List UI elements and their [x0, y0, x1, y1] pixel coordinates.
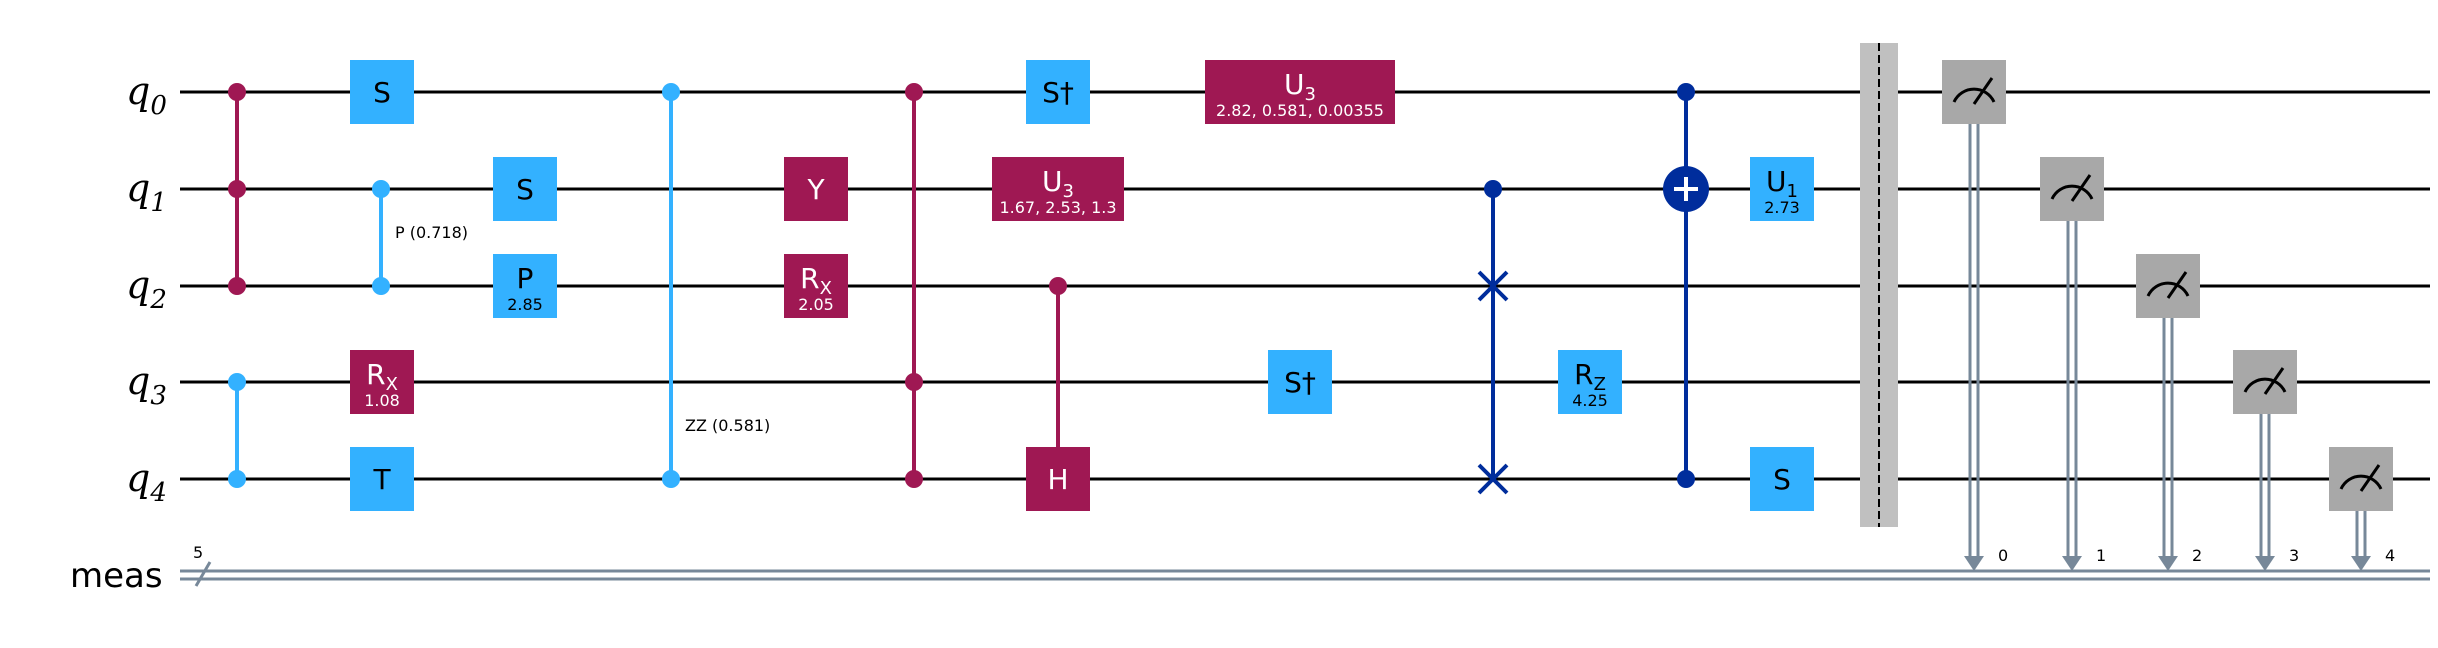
classical-bit-label: 1 [2096, 546, 2106, 565]
gate-param: 2.73 [1764, 198, 1800, 217]
measure-q4: 4 [2329, 447, 2395, 571]
gate-param: 1.08 [364, 391, 400, 410]
gate-label: S† [1284, 366, 1316, 399]
classical-bit-label: 3 [2289, 546, 2299, 565]
gate-label: P [517, 262, 534, 295]
gate-s-q4: S [1750, 447, 1814, 511]
gate-label: T [372, 463, 391, 496]
barrier [1860, 43, 1898, 527]
gate-param: 2.85 [507, 295, 543, 314]
gate-param: 1.67, 2.53, 1.3 [999, 198, 1116, 217]
qubit-label-q1: q1 [126, 166, 167, 218]
gate-label-subscript: 1 [1787, 181, 1798, 202]
classical-bit-label: 4 [2385, 546, 2395, 565]
classical-bit-label: 0 [1998, 546, 2008, 565]
gate-param: 2.05 [798, 295, 834, 314]
gate-label: S [1773, 463, 1791, 496]
gate-u1-q1: U12.73 [1750, 157, 1814, 221]
measure-q1: 1 [2040, 157, 2106, 571]
gate-label-subscript: X [386, 374, 398, 395]
gate-rx-q3: RX1.08 [350, 350, 414, 414]
gate-sdg-q3: S† [1268, 350, 1332, 414]
gate-rx-q2: RX2.05 [784, 254, 848, 318]
measure-q2: 2 [2136, 254, 2202, 571]
gate-sdg-q0: S† [1026, 60, 1090, 124]
gate-label: U3 [1284, 68, 1316, 105]
ch-control-q2 [1049, 277, 1067, 450]
qubit-label-q2: q2 [126, 263, 167, 315]
measure-q3: 3 [2233, 350, 2299, 571]
gate-h-q4: H [1026, 447, 1090, 511]
gate-u3-q1: U31.67, 2.53, 1.3 [992, 157, 1124, 221]
rzz-gate-q0-q4 [662, 83, 680, 488]
gate-label: S [373, 76, 391, 109]
qubit-label-q0: q0 [126, 69, 167, 121]
gate-label: S [516, 173, 534, 206]
gate-label: H [1047, 463, 1068, 496]
gate-s-q0: S [350, 60, 414, 124]
classical-bit-label: 2 [2192, 546, 2202, 565]
gate-label-subscript: X [820, 278, 832, 299]
measurements: 0 1 2 3 4 [1942, 60, 2395, 571]
gate-u3-q0: U32.82, 0.581, 0.00355 [1205, 60, 1395, 124]
measure-q0: 0 [1942, 60, 2008, 571]
qubit-label-q3: q3 [126, 359, 167, 411]
gate-rz-q3: RZ4.25 [1558, 350, 1622, 414]
cz-gate-q0-q3-q4 [905, 83, 923, 488]
gate-label: Y [806, 173, 825, 206]
cz-gate-q3-q4 [228, 373, 246, 488]
gate-label: S† [1042, 76, 1074, 109]
gate-p-q2: P2.85 [493, 254, 557, 318]
rzz-param-label: ZZ (0.581) [685, 416, 770, 435]
gate-label-subscript: 3 [1063, 181, 1074, 202]
cp-param-label: P (0.718) [395, 223, 468, 242]
cp-gate-q1-q2 [372, 180, 390, 295]
qubit-label-q4: q4 [126, 456, 167, 508]
classical-register-label: meas [70, 556, 163, 596]
register-slash [194, 561, 212, 587]
register-size: 5 [193, 543, 203, 562]
ccx-gate [1663, 83, 1709, 488]
cswap-gate [1477, 180, 1509, 495]
gate-param: 4.25 [1572, 391, 1608, 410]
gate-t-q4: T [350, 447, 414, 511]
cz-gate-q0-q1-q2 [228, 83, 246, 295]
gate-param: 2.82, 0.581, 0.00355 [1216, 101, 1384, 120]
gate-y-q1: Y [784, 157, 848, 221]
gate-label: RX [366, 358, 398, 395]
gate-label-subscript: 3 [1305, 84, 1316, 105]
gate-label-subscript: Z [1594, 374, 1606, 395]
gate-s-q1: S [493, 157, 557, 221]
